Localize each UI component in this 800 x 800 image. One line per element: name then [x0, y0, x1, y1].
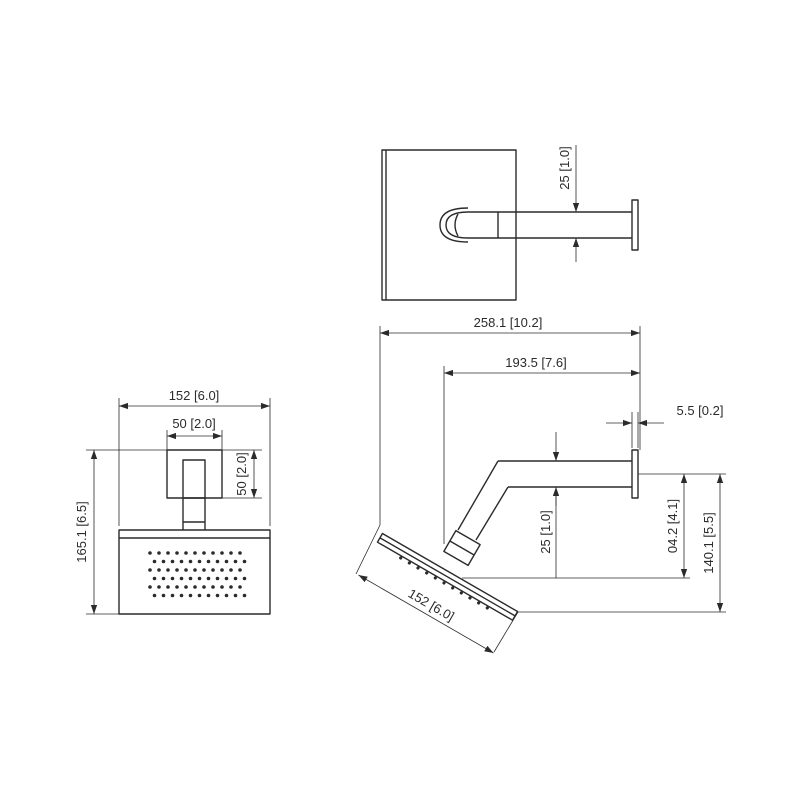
- nozzle-dot: [184, 585, 188, 589]
- nozzle-dot: [229, 551, 233, 555]
- side-view-flange: [631, 449, 639, 499]
- front-view-shower-head: [118, 529, 271, 615]
- side-nozzle-dot: [407, 561, 411, 565]
- nozzle-dot: [193, 585, 197, 589]
- nozzle-dot: [157, 551, 161, 555]
- nozzle-dot: [152, 593, 157, 598]
- nozzle-dot: [197, 559, 202, 564]
- nozzle-dot: [188, 559, 193, 564]
- nozzle-dot: [170, 593, 175, 598]
- nozzle-dot: [157, 568, 161, 572]
- nozzle-dot: [242, 593, 247, 598]
- nozzle-dot: [211, 585, 215, 589]
- front-view-nozzle-grid: [148, 551, 247, 598]
- side-total-length-label: 258.1 [10.2]: [474, 315, 543, 330]
- nozzle-dot: [224, 576, 229, 581]
- side-arm-drop-label: 04.2 [4.1]: [665, 499, 680, 553]
- nozzle-dot: [166, 551, 170, 555]
- top-view-elbow: [439, 207, 469, 243]
- side-head-width-label: 152 [6.0]: [406, 586, 457, 624]
- front-width-label: 152 [6.0]: [169, 388, 220, 403]
- side-arm-diameter-label: 25 [1.0]: [538, 510, 553, 553]
- nozzle-dot: [229, 568, 233, 572]
- nozzle-dot: [233, 576, 238, 581]
- side-total-drop-label: 140.1 [5.5]: [701, 512, 716, 573]
- front-arm-height-label: 50 [2.0]: [234, 452, 249, 495]
- nozzle-dot: [238, 551, 242, 555]
- nozzle-dot: [220, 568, 224, 572]
- front-view: 152 [6.0] 50 [2.0] 50 [2.0] 165.1 [6.5]: [74, 388, 271, 615]
- nozzle-dot: [157, 585, 161, 589]
- side-head-width-dim: [358, 574, 494, 654]
- nozzle-dot: [179, 593, 184, 598]
- nozzle-dot: [202, 568, 206, 572]
- front-view-wall-plate: [166, 449, 223, 499]
- nozzle-dot: [215, 576, 220, 581]
- nozzle-dot: [152, 559, 157, 564]
- nozzle-dot: [184, 568, 188, 572]
- nozzle-dot: [184, 551, 188, 555]
- side-view-swivel-joint: [443, 529, 481, 567]
- nozzle-dot: [175, 551, 179, 555]
- nozzle-dot: [148, 568, 152, 572]
- nozzle-dot: [215, 559, 220, 564]
- top-arm-diameter-label: 25 [1.0]: [557, 146, 572, 189]
- nozzle-dot: [197, 576, 202, 581]
- top-view-wall-plate: [381, 149, 517, 301]
- nozzle-dot: [152, 576, 157, 581]
- nozzle-dot: [224, 559, 229, 564]
- nozzle-dot: [211, 568, 215, 572]
- nozzle-dot: [166, 568, 170, 572]
- nozzle-dot: [161, 593, 166, 598]
- front-view-arm-block: [182, 459, 206, 499]
- nozzle-dot: [233, 559, 238, 564]
- nozzle-dot: [188, 576, 193, 581]
- nozzle-dot: [202, 551, 206, 555]
- nozzle-dot: [179, 559, 184, 564]
- top-view-flange: [631, 199, 639, 251]
- nozzle-dot: [148, 585, 152, 589]
- nozzle-dot: [238, 585, 242, 589]
- side-nozzle-dot: [425, 571, 429, 575]
- nozzle-dot: [170, 559, 175, 564]
- nozzle-dot: [170, 576, 175, 581]
- nozzle-dot: [179, 576, 184, 581]
- side-arm-length-label: 193.5 [7.6]: [505, 355, 566, 370]
- nozzle-dot: [242, 559, 247, 564]
- nozzle-dot: [224, 593, 229, 598]
- side-nozzle-dot: [416, 566, 420, 570]
- nozzle-dot: [197, 593, 202, 598]
- nozzle-dot: [161, 559, 166, 564]
- nozzle-dot: [206, 593, 211, 598]
- nozzle-dot: [220, 585, 224, 589]
- nozzle-dot: [206, 576, 211, 581]
- top-view: 25 [1.0]: [381, 145, 639, 301]
- front-total-height-label: 165.1 [6.5]: [74, 501, 89, 562]
- nozzle-dot: [229, 585, 233, 589]
- nozzle-dot: [188, 593, 193, 598]
- nozzle-dot: [215, 593, 220, 598]
- side-view: 258.1 [10.2] 193.5 [7.6] 5.5 [0.2] 25 [1…: [355, 315, 726, 654]
- nozzle-dot: [193, 568, 197, 572]
- nozzle-dot: [233, 593, 238, 598]
- nozzle-dot: [148, 551, 152, 555]
- nozzle-dot: [175, 585, 179, 589]
- nozzle-dot: [193, 551, 197, 555]
- nozzle-dot: [206, 559, 211, 564]
- side-flange-thickness-label: 5.5 [0.2]: [677, 403, 724, 418]
- nozzle-dot: [161, 576, 166, 581]
- nozzle-dot: [202, 585, 206, 589]
- nozzle-dot: [220, 551, 224, 555]
- nozzle-dot: [175, 568, 179, 572]
- side-nozzle-dot: [399, 556, 403, 560]
- nozzle-dot: [166, 585, 170, 589]
- nozzle-dot: [238, 568, 242, 572]
- nozzle-dot: [211, 551, 215, 555]
- nozzle-dot: [242, 576, 247, 581]
- front-arm-width-label: 50 [2.0]: [172, 416, 215, 431]
